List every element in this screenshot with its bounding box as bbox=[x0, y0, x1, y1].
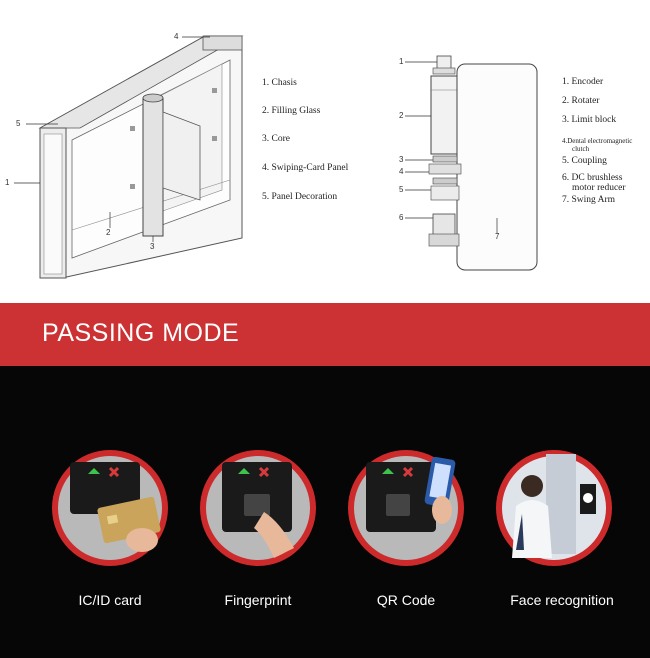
legend-item: 2. Rotater bbox=[562, 96, 600, 106]
callout-2: 2 bbox=[106, 228, 111, 237]
banner-title: PASSING MODE bbox=[42, 319, 240, 347]
legend-item: 2. Filling Glass bbox=[262, 106, 321, 116]
legend-item: 4. Swiping-Card Panel bbox=[262, 163, 349, 173]
legend-item: 1. Encoder bbox=[562, 77, 604, 87]
callout-r6: 6 bbox=[399, 213, 404, 222]
legend-item: 3. Core bbox=[262, 134, 290, 144]
callout-r2: 2 bbox=[399, 111, 404, 120]
turnstile-chassis-drawing bbox=[14, 35, 244, 279]
mechanism-drawing bbox=[405, 55, 538, 271]
legend-item: 3. Limit block bbox=[562, 115, 617, 125]
technical-diagrams: 1 5 2 3 4 1. Chasis 2. Filling Glass 3. … bbox=[0, 0, 650, 290]
legend-item: clutch bbox=[572, 145, 590, 153]
callout-4: 4 bbox=[174, 32, 179, 41]
mode-label-card: IC/ID card bbox=[78, 592, 142, 608]
callout-5: 5 bbox=[16, 119, 21, 128]
legend-item: motor reducer bbox=[572, 183, 626, 193]
callout-1: 1 bbox=[5, 178, 10, 187]
mode-label-face: Face recognition bbox=[510, 592, 614, 608]
legend-item: 1. Chasis bbox=[262, 78, 297, 88]
callout-r1: 1 bbox=[399, 57, 404, 66]
callout-3: 3 bbox=[150, 242, 155, 251]
qr-code-icon bbox=[348, 450, 464, 566]
callout-r5: 5 bbox=[399, 185, 404, 194]
mode-label-qr: QR Code bbox=[376, 592, 436, 608]
legend-item: 4.Dental electromagnetic bbox=[562, 137, 633, 145]
legend-item: 5. Panel Decoration bbox=[262, 192, 338, 202]
legend-item: 6. DC brushless bbox=[562, 173, 623, 183]
legend-item: 7. Swing Arm bbox=[562, 195, 616, 205]
callout-r7: 7 bbox=[495, 232, 500, 241]
face-recognition-icon bbox=[496, 450, 612, 566]
mode-label-fingerprint: Fingerprint bbox=[224, 592, 292, 608]
callout-r3: 3 bbox=[399, 155, 404, 164]
fingerprint-icon bbox=[200, 450, 316, 566]
legend-item: 5. Coupling bbox=[562, 156, 607, 166]
card-reader-icon bbox=[52, 450, 168, 566]
passing-mode-banner: PASSING MODE bbox=[0, 303, 650, 366]
callout-r4: 4 bbox=[399, 167, 404, 176]
